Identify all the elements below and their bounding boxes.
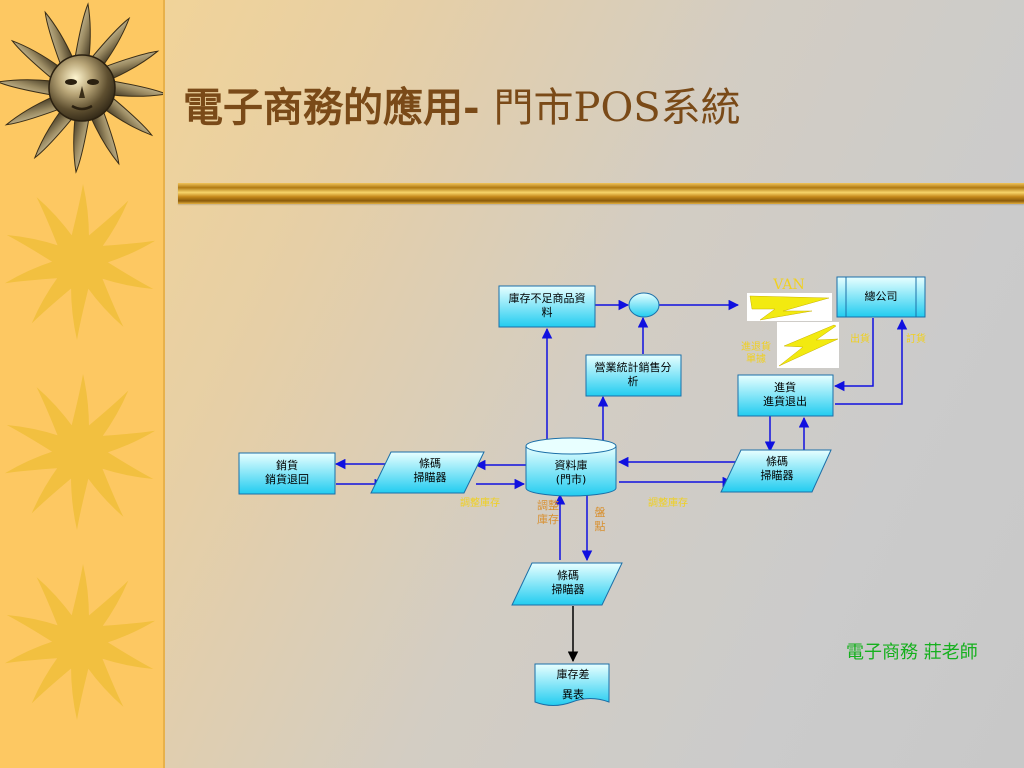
label-adjust-right: 調整庫存 <box>648 496 688 509</box>
node-database: 資料庫 (門市) <box>525 437 617 497</box>
title-divider <box>178 183 1024 204</box>
edge-receiving-to-hq <box>835 318 908 405</box>
van-label: VAN <box>772 277 805 293</box>
node-receiving-line2: 進貨退出 <box>763 394 807 408</box>
sidebar-decoration <box>0 0 165 768</box>
label-order: 訂貨 <box>906 332 926 345</box>
node-sales-line1: 銷貨 <box>276 458 298 472</box>
node-scanner-bottom-line1: 條碼 <box>557 568 579 582</box>
node-analysis-line1: 營業統計銷售分 <box>595 360 672 374</box>
node-hq: 總公司 <box>836 276 926 318</box>
node-diff-report-line2: 異表 <box>562 687 584 701</box>
node-analysis-line2: 析 <box>628 374 639 388</box>
sun-face-icon <box>0 2 163 174</box>
node-scanner-right-line2: 掃瞄器 <box>761 468 794 482</box>
node-van: VAN <box>747 277 839 368</box>
node-sales-line2: 銷貨退回 <box>265 472 309 486</box>
node-receiving-line1: 進貨 <box>774 380 796 394</box>
node-scanner-left: 條碼 掃瞄器 <box>370 451 485 494</box>
node-scanner-bottom-line2: 掃瞄器 <box>552 582 585 596</box>
label-send-line1: 進退貨 <box>741 340 771 353</box>
node-analysis: 營業統計銷售分 析 <box>585 354 682 397</box>
label-adjust-mid-line2: 庫存 <box>537 512 559 526</box>
node-database-line2: (門市) <box>556 472 587 486</box>
title-main: 電子商務的應用 <box>183 84 463 131</box>
node-diff-report-line1: 庫存差 <box>557 667 590 681</box>
label-ship: 出貨 <box>850 332 870 345</box>
label-count-line1: 盤 <box>595 506 606 519</box>
node-shortage: 庫存不足商品資 料 <box>498 285 596 328</box>
label-send-line2: 單據 <box>746 352 766 365</box>
label-adjust-mid-line1: 調整 <box>537 498 559 512</box>
node-scanner-bottom: 條碼 掃瞄器 <box>511 562 623 606</box>
node-receiving: 進貨 進貨退出 <box>737 374 834 417</box>
label-adjust-left: 調整庫存 <box>460 496 500 509</box>
lightning-icon <box>747 293 839 368</box>
node-database-line1: 資料庫 <box>555 458 588 472</box>
node-shortage-line1: 庫存不足商品資 <box>509 291 586 305</box>
node-scanner-left-line1: 條碼 <box>419 456 441 470</box>
title-separator: - <box>463 84 494 131</box>
node-scanner-right: 條碼 掃瞄器 <box>720 449 832 493</box>
title-sub: 門市POS系統 <box>493 85 741 131</box>
page-title: 電子商務的應用- 門市POS系統 <box>183 75 741 133</box>
edge-hq-to-receiving <box>833 318 874 392</box>
node-scanner-right-line1: 條碼 <box>766 454 788 468</box>
node-diff-report: 庫存差 異表 <box>534 663 610 706</box>
node-shortage-line2: 料 <box>542 305 553 319</box>
label-count-line2: 點 <box>595 520 606 533</box>
node-merge <box>628 292 660 318</box>
node-scanner-left-line2: 掃瞄器 <box>414 470 447 484</box>
node-hq-label: 總公司 <box>865 289 898 303</box>
footer-credit: 電子商務 莊老師 <box>846 642 978 663</box>
node-sales: 銷貨 銷貨退回 <box>238 452 336 495</box>
